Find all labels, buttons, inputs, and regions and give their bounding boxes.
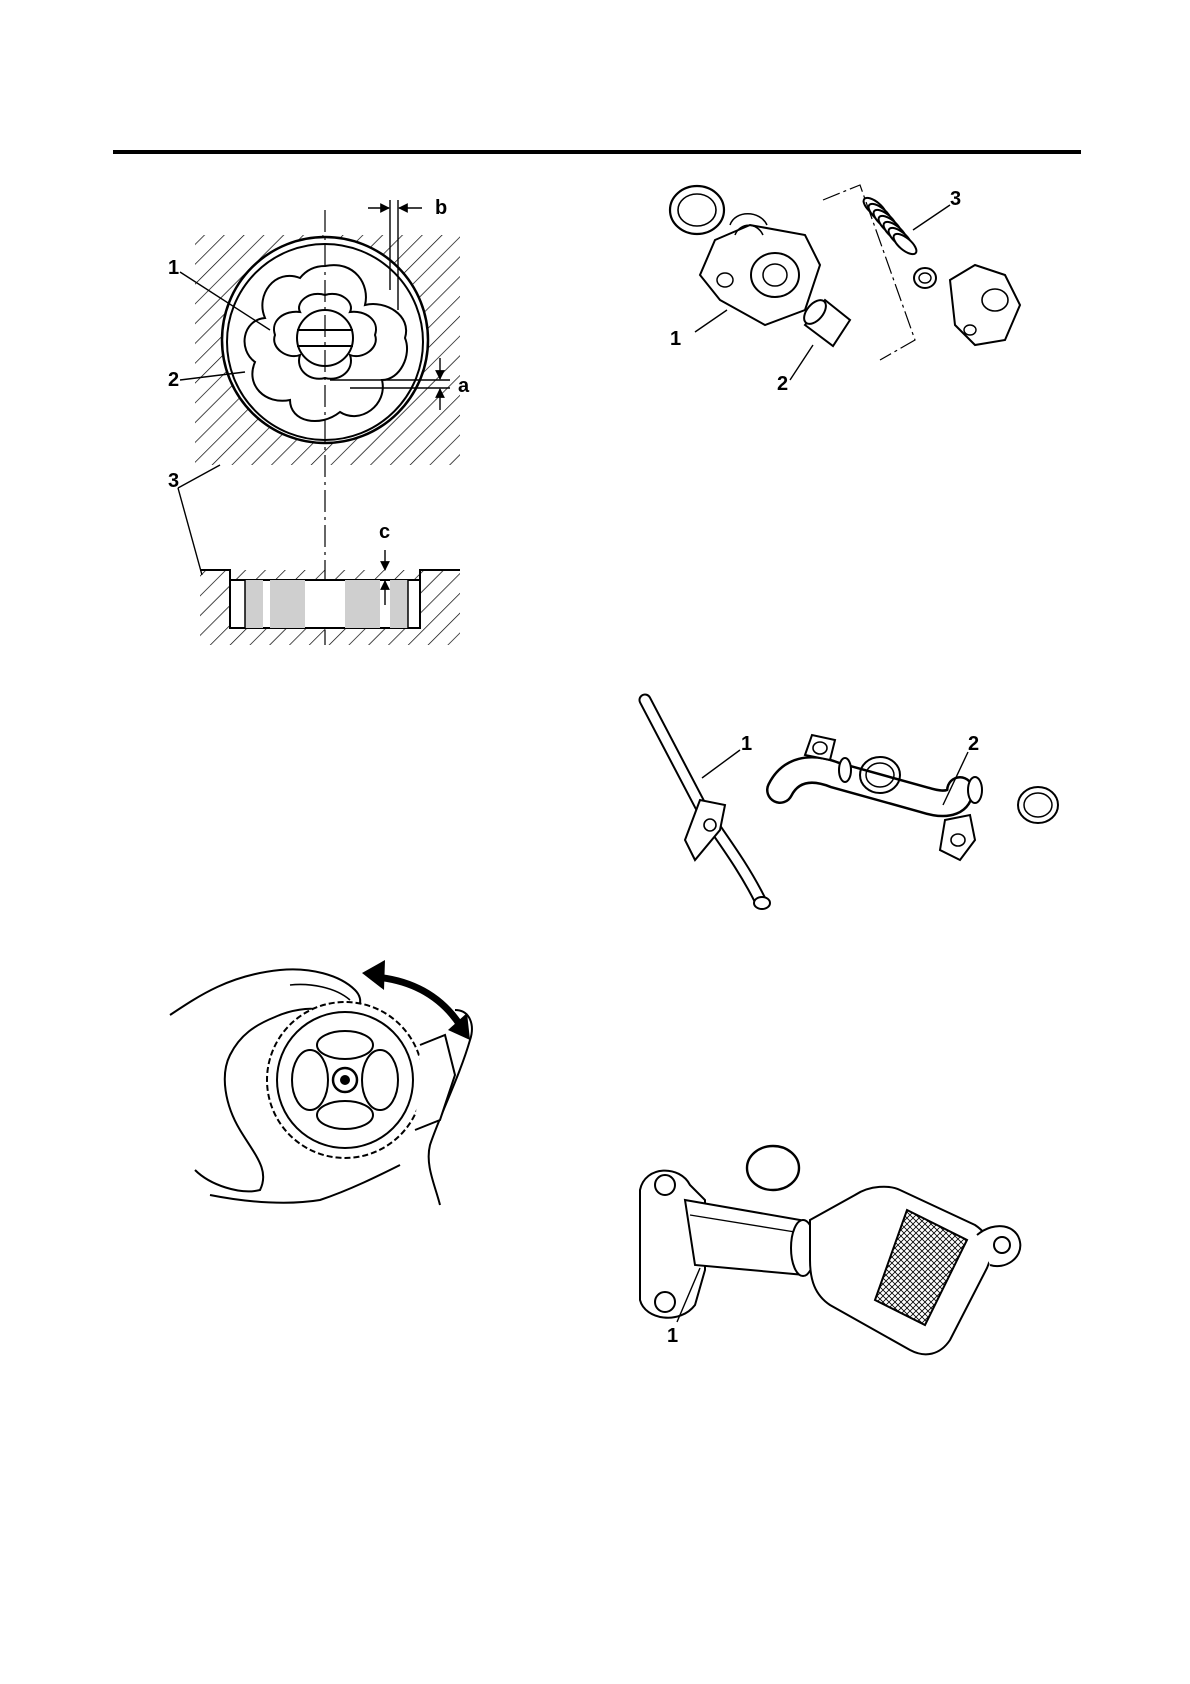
callout-1: 1 xyxy=(667,1325,678,1347)
callout-2: 2 xyxy=(968,733,979,755)
oil-pump-rotor-figure: 1 2 3 a b c xyxy=(150,190,510,710)
oil-pump-rotate-figure xyxy=(170,955,500,1210)
relief-valve-spring xyxy=(860,194,919,257)
callout-3: 3 xyxy=(168,470,179,492)
oil-delivery-pipe-figure: 1 2 xyxy=(640,690,1080,930)
header-rule xyxy=(113,150,1081,154)
callout-1: 1 xyxy=(741,733,752,755)
pump-housing-section xyxy=(200,570,460,645)
oil-strainer-figure: 1 xyxy=(625,1140,1085,1370)
callout-2: 2 xyxy=(168,369,179,391)
strainer-tube xyxy=(685,1200,805,1275)
callout-a: a xyxy=(458,375,470,397)
callout-b: b xyxy=(435,197,447,219)
oil-pipe-2 xyxy=(780,735,982,860)
relief-valve-figure: 1 2 3 xyxy=(655,180,1055,410)
callout-3: 3 xyxy=(950,188,961,210)
relief-valve-body xyxy=(700,214,820,325)
pump-sprocket xyxy=(267,1002,423,1158)
callout-1: 1 xyxy=(670,328,681,350)
relief-valve-cap xyxy=(950,265,1020,345)
oil-pipe-1 xyxy=(645,700,770,909)
callout-c: c xyxy=(379,521,390,543)
callout-2: 2 xyxy=(777,373,788,395)
callout-1: 1 xyxy=(168,257,179,279)
strainer-body xyxy=(810,1187,1020,1355)
